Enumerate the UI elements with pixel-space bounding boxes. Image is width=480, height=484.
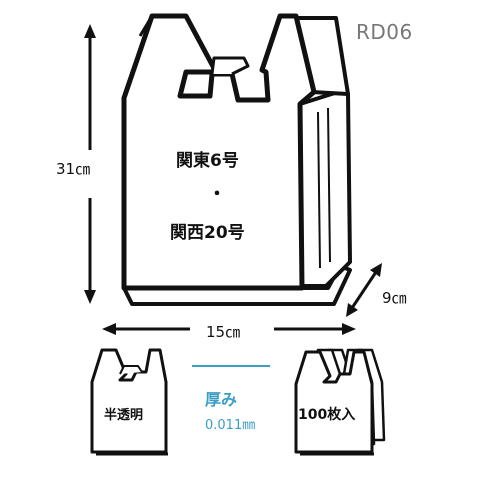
size-kanto: 関東6号 [176,151,239,171]
height-label: 31㎝ [56,160,91,178]
pack-count: 100枚入 [298,407,356,423]
size-separator: ・ [208,184,226,205]
depth-arrow [346,263,382,317]
small-bag-stack [294,348,386,456]
product-code: RD06 [356,20,413,44]
size-kansai: 関西20号 [170,223,245,243]
thickness-value: 0.011㎜ [205,418,256,433]
height-arrow [84,24,96,304]
width-label: 15㎝ [206,323,241,341]
opacity-label: 半透明 [104,408,144,423]
thickness-label: 厚み [205,390,238,409]
width-arrow [102,323,356,335]
small-bag-single [90,348,168,456]
depth-label: 9㎝ [382,289,407,307]
main-bag [121,13,352,306]
